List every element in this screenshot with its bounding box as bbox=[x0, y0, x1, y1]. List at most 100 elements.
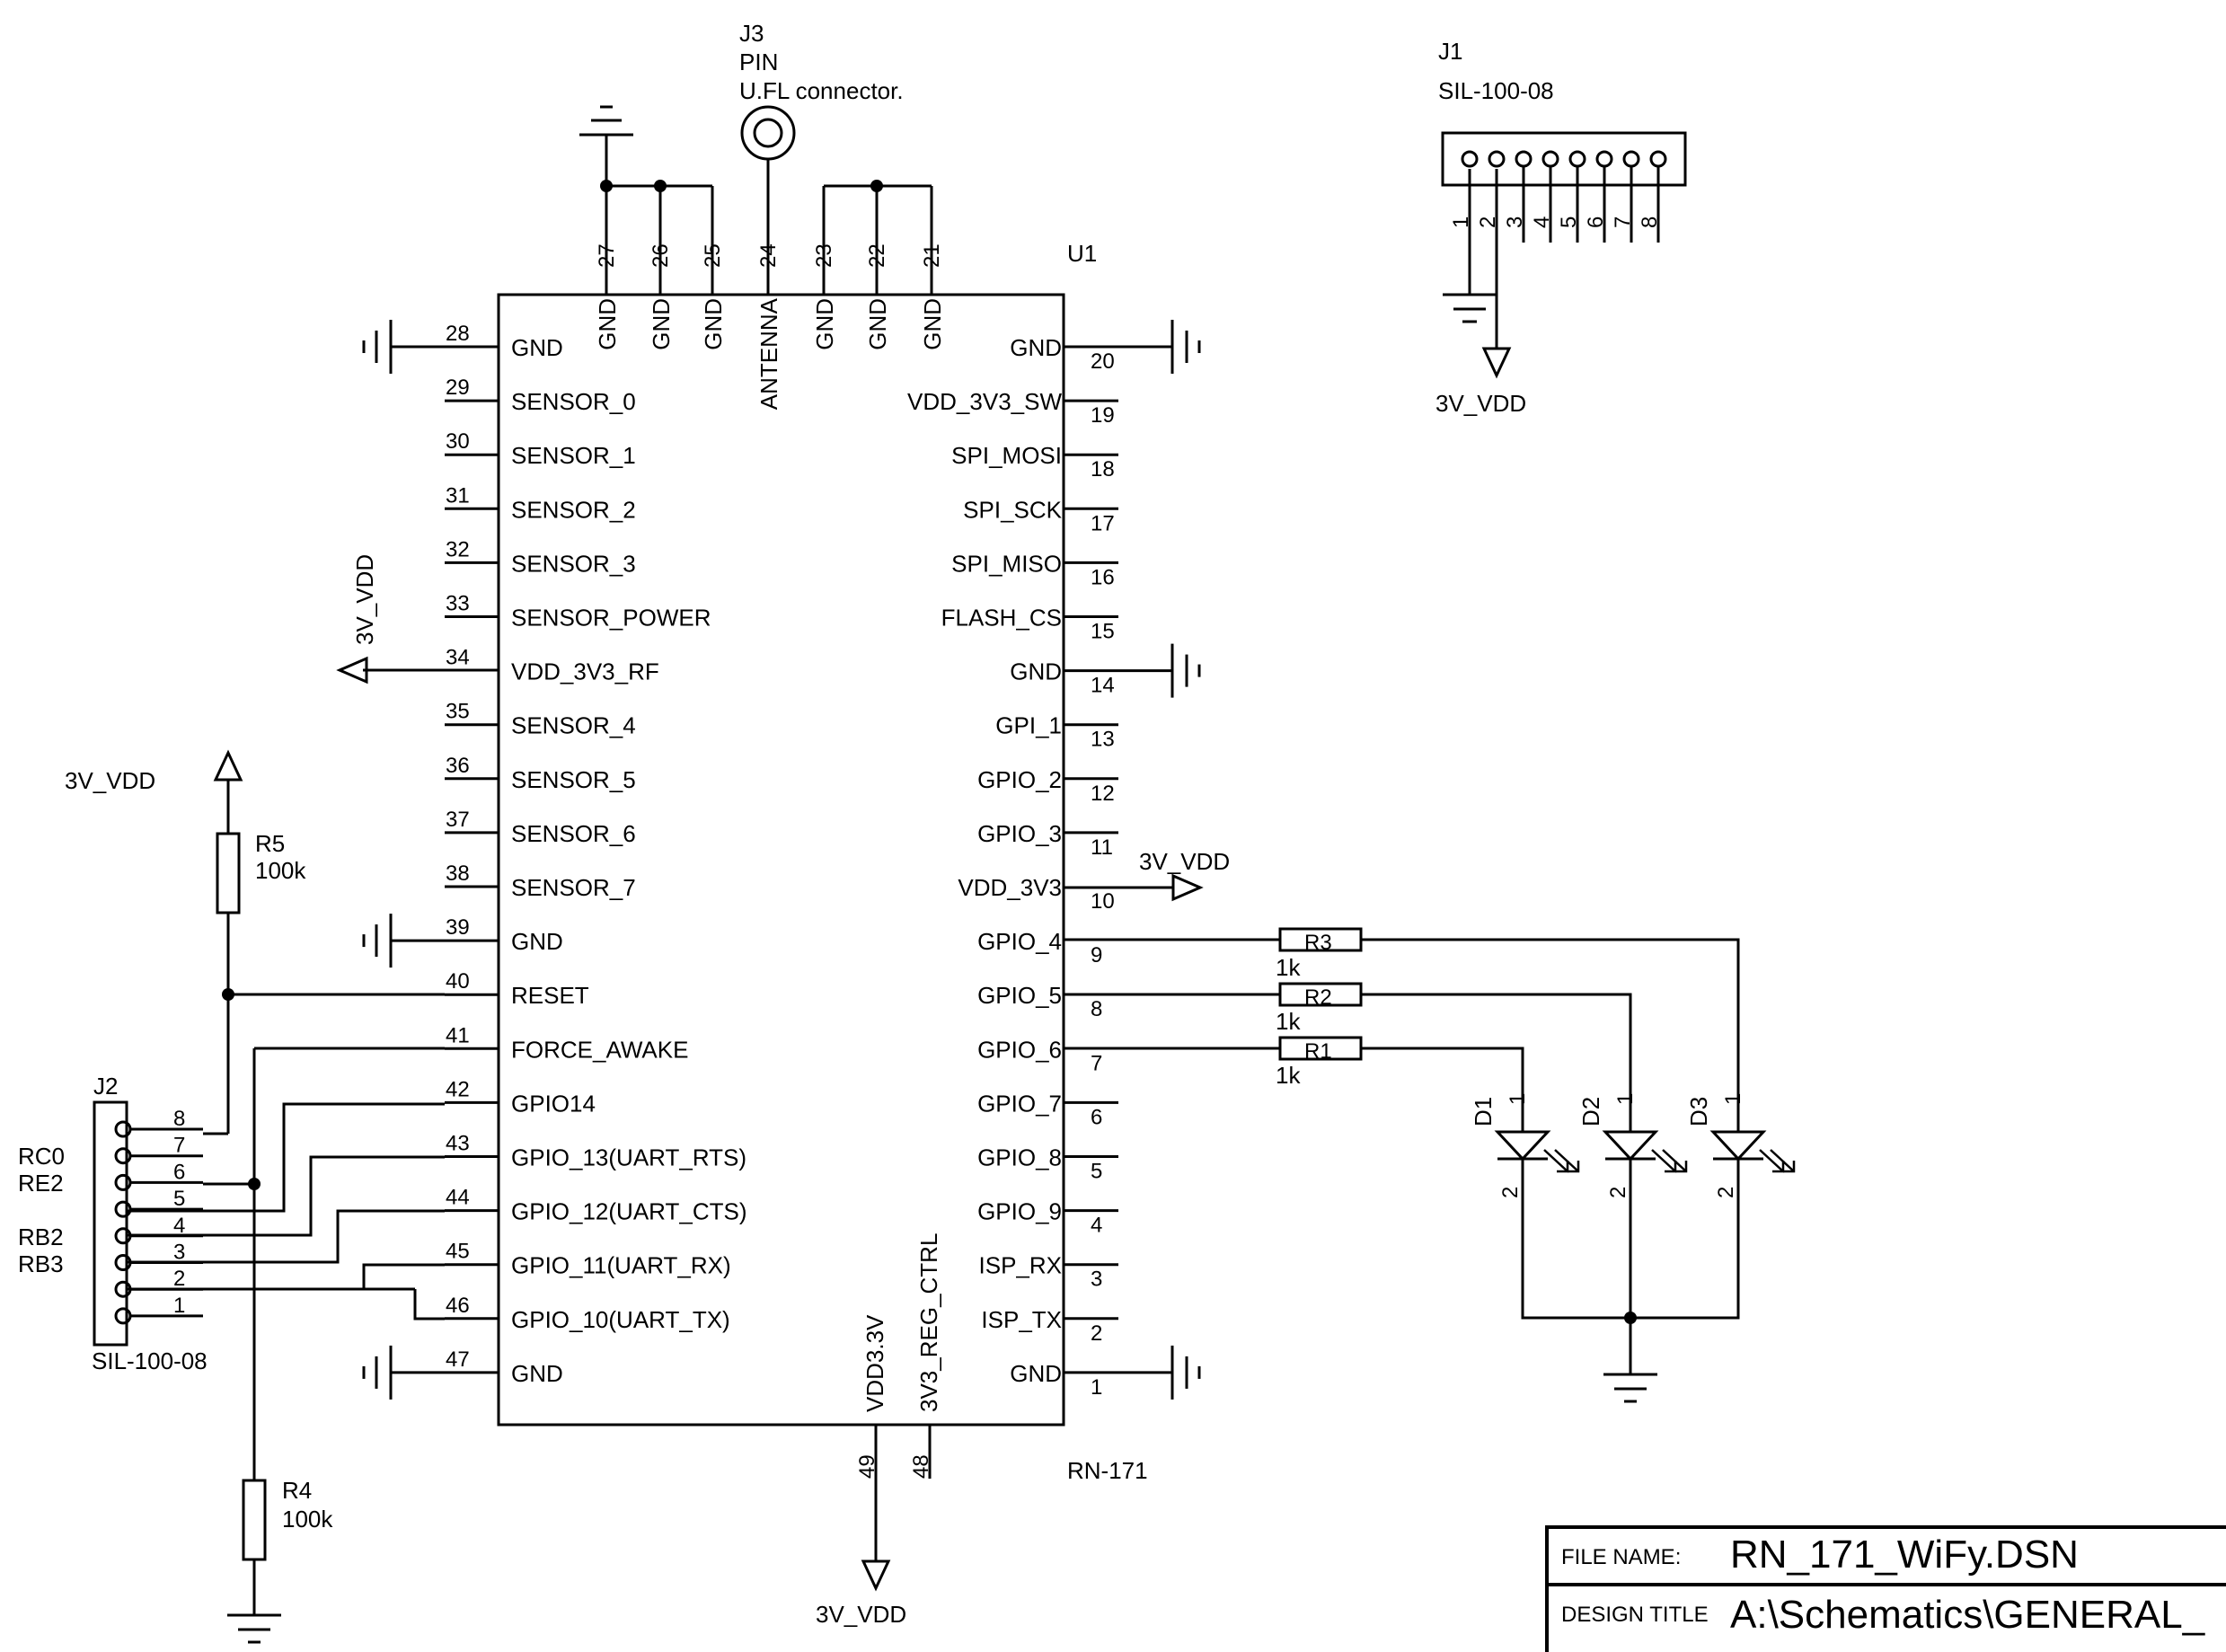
u1-pin-10: 10 VDD_3V3 bbox=[958, 874, 1114, 914]
j3-ref: J3 bbox=[739, 20, 764, 47]
led-ref: D3 bbox=[1685, 1097, 1712, 1126]
pin-number: 2 bbox=[173, 1267, 185, 1291]
pin-number: 7 bbox=[1091, 1051, 1102, 1075]
pin-name: VDD3.3V bbox=[861, 1314, 888, 1412]
pin-name: GPIO_5 bbox=[977, 982, 1062, 1009]
pin-number: 2 bbox=[1476, 216, 1500, 228]
pin-number: 10 bbox=[1091, 889, 1115, 914]
u1-left-pins: 28GND29SENSOR_030SENSOR_131SENSOR_232SEN… bbox=[391, 322, 746, 1387]
j1-part: SIL-100-08 bbox=[1438, 77, 1554, 104]
pin-name: GND bbox=[511, 1360, 563, 1387]
pin-number: 19 bbox=[1091, 403, 1115, 428]
pin-number: 5 bbox=[173, 1187, 185, 1211]
ground-symbol-top bbox=[579, 105, 633, 137]
pin-pad bbox=[1595, 150, 1613, 168]
j3-antenna-connector: J3 PIN U.FL connector. bbox=[739, 20, 904, 295]
pin-number: 17 bbox=[1091, 511, 1115, 535]
u1-right-pins: 20GND19VDD_3V3_SW18SPI_MOSI17SPI_SCK16SP… bbox=[907, 334, 1172, 1400]
design-title-label: DESIGN TITLE bbox=[1561, 1603, 1709, 1627]
pin-number: 43 bbox=[446, 1132, 470, 1156]
pin-name: RESET bbox=[511, 982, 589, 1009]
pin-ground-symbols bbox=[362, 320, 1201, 1400]
pin-number: 1 bbox=[1506, 1093, 1530, 1105]
pin-number: 1 bbox=[1449, 216, 1473, 228]
junction bbox=[654, 180, 667, 192]
pin-number: 1 bbox=[1091, 1375, 1102, 1400]
pin-number: 26 bbox=[649, 243, 673, 268]
pin-name: GPI_1 bbox=[995, 712, 1062, 739]
pin-number: 20 bbox=[1091, 349, 1115, 374]
pin-number: 2 bbox=[1606, 1187, 1630, 1198]
pin-number: 6 bbox=[1584, 216, 1608, 228]
pin-number: 8 bbox=[1638, 216, 1662, 228]
j1-pin-3: 3 bbox=[1503, 150, 1533, 243]
pin-pad bbox=[114, 1307, 132, 1325]
pin-number: 49 bbox=[855, 1454, 879, 1479]
pin-name: GND bbox=[648, 298, 675, 350]
pin-name: VDD_3V3 bbox=[958, 874, 1062, 901]
led-triangle bbox=[1602, 1130, 1659, 1162]
file-name-label: FILE NAME: bbox=[1561, 1545, 1681, 1569]
pin-number: 2 bbox=[1714, 1187, 1738, 1198]
pin-name: SPI_MOSI bbox=[951, 442, 1062, 469]
r4-body bbox=[242, 1479, 267, 1561]
j1-pin-2: 2 bbox=[1476, 150, 1506, 228]
pin-pad bbox=[1461, 150, 1479, 168]
pin-number: 31 bbox=[446, 483, 470, 508]
r4-pulldown: R4 100k bbox=[203, 1047, 445, 1644]
vdd-net-label: 3V_VDD bbox=[1435, 390, 1526, 417]
vdd-net-label: 3V_VDD bbox=[65, 767, 155, 794]
pin-name: GND bbox=[1010, 658, 1062, 685]
pin-name: 3V3_REG_CTRL bbox=[915, 1233, 942, 1412]
j2-pin-1: 1 bbox=[114, 1294, 203, 1325]
pin-number: 1 bbox=[173, 1294, 185, 1318]
j2-pin-6: 6 bbox=[114, 1160, 203, 1191]
pin-number: 48 bbox=[909, 1454, 933, 1479]
r5-body bbox=[216, 832, 241, 914]
led-ray-head bbox=[1783, 1161, 1796, 1173]
led-ray bbox=[1651, 1149, 1676, 1172]
pin-name: GPIO_7 bbox=[977, 1090, 1062, 1117]
r5-value: 100k bbox=[255, 857, 306, 884]
pin-number: 2 bbox=[1498, 1187, 1523, 1198]
led-ray-head bbox=[1675, 1161, 1688, 1173]
r1-ref: R1 bbox=[1304, 1039, 1332, 1064]
pin-number: 2 bbox=[1091, 1321, 1102, 1346]
pin-number: 22 bbox=[865, 243, 889, 268]
pin-name: GND bbox=[511, 928, 563, 955]
pin-number: 1 bbox=[1721, 1093, 1745, 1105]
pin-number: 9 bbox=[1091, 943, 1102, 967]
j1-pin-1: 1 bbox=[1449, 150, 1479, 228]
led-ref: D2 bbox=[1577, 1097, 1604, 1126]
u1-bottom-pins: 49 VDD3.3V 48 3V3_REG_CTRL bbox=[855, 1233, 942, 1561]
u1-body bbox=[497, 293, 1065, 1427]
j2-pin-7: 7 bbox=[114, 1134, 203, 1165]
pin-name: GPIO_10(UART_TX) bbox=[511, 1306, 730, 1333]
pin-number: 41 bbox=[446, 1023, 470, 1047]
u1-pin-49: 49 VDD3.3V bbox=[855, 1314, 888, 1561]
pin-number: 33 bbox=[446, 592, 470, 616]
pin-name: ISP_RX bbox=[979, 1252, 1063, 1279]
pin-number: 7 bbox=[173, 1134, 185, 1158]
j1-body bbox=[1441, 131, 1687, 187]
j2-label-rb3: RB3 bbox=[18, 1250, 64, 1277]
pin-number: 47 bbox=[446, 1347, 470, 1372]
pin-name: GPIO_3 bbox=[977, 820, 1062, 847]
vdd-arrow-pin10: 3V_VDD bbox=[1064, 848, 1230, 902]
